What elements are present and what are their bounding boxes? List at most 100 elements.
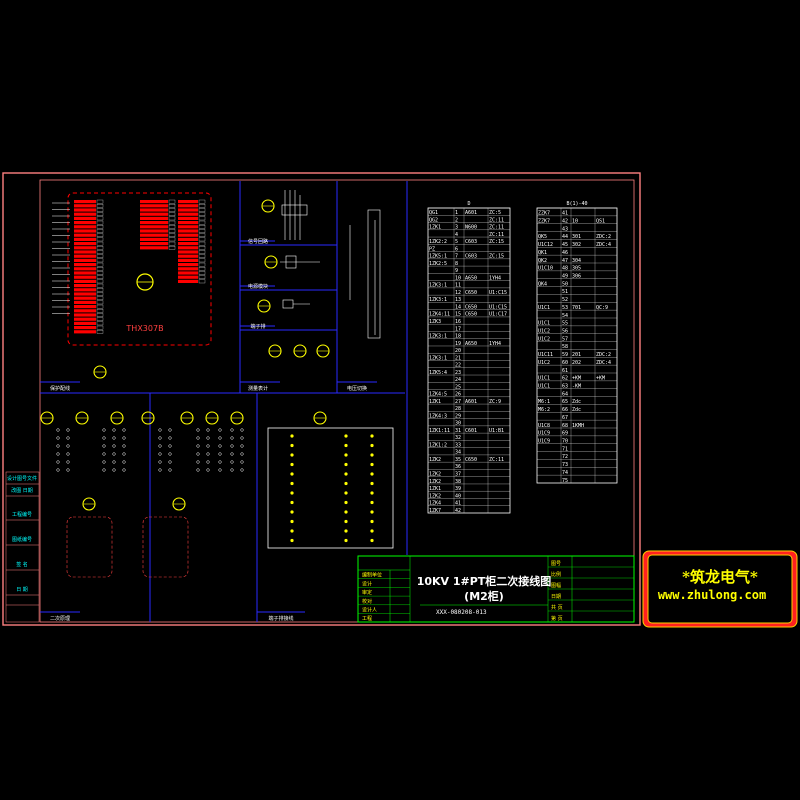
table-cell: QK4 (538, 281, 547, 287)
contact-point (66, 468, 70, 472)
terminal-cell (178, 263, 198, 267)
table-cell: M6:1 (538, 399, 550, 405)
terminal-dot (370, 434, 374, 438)
table-cell: 27 (455, 399, 461, 405)
terminal-cell (74, 250, 96, 254)
contact-point (102, 428, 106, 432)
terminal-cell-outline (96, 212, 104, 216)
terminal-cell (74, 309, 96, 313)
terminal-cell-outline (96, 313, 104, 317)
table-cell: 10 (455, 275, 461, 281)
table-cell: 56 (562, 329, 568, 335)
table-cell: 58 (562, 344, 568, 350)
table-cell: U1C2 (538, 336, 550, 342)
terminal-cell-outline (168, 204, 176, 208)
title-block-label: 第 页 (551, 615, 563, 622)
table-cell: 23 (455, 370, 461, 376)
terminal-cell-outline (198, 229, 206, 233)
title-block-label: 校对 (362, 598, 372, 605)
terminal-cell (178, 212, 198, 216)
table-cell: 35 (455, 457, 461, 463)
terminal-dot (290, 491, 294, 495)
table-cell: 30 (455, 421, 461, 427)
table-cell: 12 (455, 290, 461, 296)
table-cell: PZ (429, 246, 435, 252)
contact-point (66, 452, 70, 456)
table-cell: 304 (572, 258, 581, 264)
contact-point (230, 468, 234, 472)
terminal-cell-outline (168, 216, 176, 221)
table-cell: 1ZK2 (429, 479, 441, 485)
logo-chinese-text: *筑龙电气* (682, 568, 758, 586)
terminal-cell (74, 321, 96, 325)
terminal-cell (140, 246, 168, 250)
terminal-cell (74, 300, 96, 304)
terminal-cell (74, 237, 96, 241)
table-cell: U1C10 (538, 266, 553, 272)
table-cell: 44 (562, 234, 568, 240)
table-cell: ZC:15 (489, 254, 504, 260)
table-cell: 64 (562, 391, 568, 397)
block-label-b5: 电源模块 (248, 283, 268, 290)
table-cell: M6:2 (538, 407, 550, 413)
table-cell: U1C2 (538, 360, 550, 366)
title-block-label: 图号 (551, 561, 561, 567)
table-cell: 57 (562, 336, 568, 342)
table-cell: ZZK7 (538, 211, 550, 217)
terminal-cell-outline (198, 271, 206, 275)
table-cell: 13 (455, 297, 461, 303)
terminal-dot (370, 481, 374, 486)
table-cell: 14 (455, 304, 461, 310)
terminal-cell-outline (198, 267, 206, 271)
block-label-b6: 端子排 (250, 323, 265, 330)
terminal-cell (74, 242, 96, 246)
terminal-cell (140, 242, 168, 246)
contact-point (66, 444, 70, 448)
contact-point (158, 428, 162, 432)
terminal-cell (178, 250, 198, 254)
terminal-cell (178, 208, 198, 212)
terminal-cell (178, 216, 198, 220)
terminal-dot (370, 443, 374, 448)
terminal-cell-outline (168, 229, 176, 233)
terminal-cell (74, 246, 96, 250)
contact-point (196, 436, 200, 440)
terminal-cell-outline (168, 212, 176, 216)
table-cell: U1C11 (538, 352, 553, 358)
table-cell: QK5 (538, 234, 547, 240)
table-cell: 1YH4 (489, 341, 501, 347)
table-cell: 8 (455, 261, 458, 267)
terminal-dot (370, 510, 374, 514)
terminal-cell (140, 204, 168, 208)
table-cell: 10 (572, 219, 578, 225)
terminal-dot (344, 538, 348, 543)
table-cell: A601 (465, 210, 477, 216)
table-cell: 25 (455, 384, 461, 390)
terminal-dot (344, 529, 348, 533)
title-block-label: 图幅 (551, 582, 561, 589)
terminal-cell-outline (198, 241, 206, 246)
table-cell: 32 (455, 435, 461, 441)
terminal-cell (178, 221, 198, 225)
table-cell: 1YH4 (489, 275, 501, 281)
table-cell: 20 (455, 348, 461, 354)
terminal-dot (370, 538, 374, 543)
table-cell: ZZK7 (538, 219, 550, 225)
terminal-dot (344, 481, 348, 486)
table-cell: Zdc (572, 407, 581, 413)
contact-point (168, 436, 172, 440)
terminal-cell (178, 204, 198, 208)
table-cell: ZC:15 (489, 239, 504, 245)
terminal-dot (344, 472, 348, 476)
table-cell: C650 (465, 290, 477, 296)
terminal-cell (140, 212, 168, 216)
contact-point (112, 444, 116, 448)
contact-point (56, 452, 60, 456)
relay-drawings (56, 428, 244, 578)
table-cell: 69 (562, 431, 568, 437)
terminal-cell-outline (168, 199, 176, 204)
block-label-b3: 电压切换 (347, 385, 367, 392)
outer-frame (2, 172, 641, 626)
table-cell: U1C1 (538, 305, 550, 311)
